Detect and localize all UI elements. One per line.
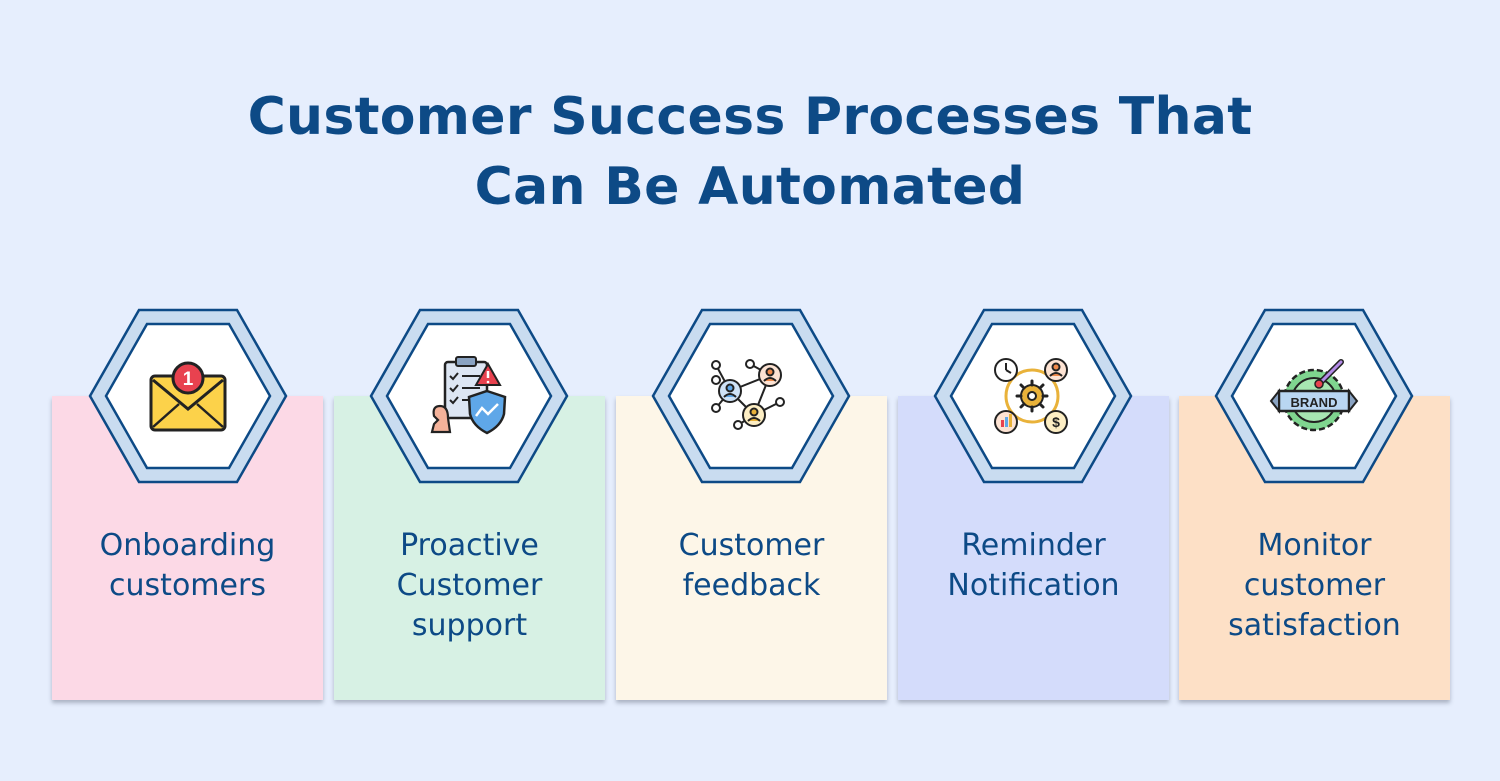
card-label-line: Reminder [961,528,1106,563]
title-line-2: Can Be Automated [474,157,1026,217]
brand-text: BRAND [1291,395,1338,410]
card-label-line: Notification [947,568,1120,603]
svg-text:$: $ [1052,414,1060,430]
card-customer-feedback: Customer feedback [616,396,887,700]
card-label-line: Customer [396,568,543,603]
badge-number: 1 [183,369,194,390]
title-line-1: Customer Success Processes That [247,87,1253,147]
card-label-line: Monitor [1257,528,1372,563]
card-label-line: customer [1243,568,1386,603]
card-label-line: Onboarding [99,528,276,563]
gear-cycle-icon: $ [994,358,1068,434]
card-label-line: customers [109,568,266,603]
card-label: Proactive Customer support [334,526,605,646]
card-label-line: support [411,608,528,643]
hexagon-badge: 1 [87,308,289,484]
card-label: Onboarding customers [52,526,323,606]
card-label-line: satisfaction [1228,608,1401,643]
card-label-line: Proactive [400,528,539,563]
page-title: Customer Success Processes That Can Be A… [0,82,1500,222]
card-label: Reminder Notification [898,526,1169,606]
checklist-shield-icon [430,356,507,435]
hexagon-badge: $ [932,308,1134,484]
card-label: Monitor customer satisfaction [1179,526,1450,646]
hexagon-badge [650,308,852,484]
card-label: Customer feedback [616,526,887,606]
hexagon-badge: BRAND [1213,308,1415,484]
brand-badge-icon: BRAND [1269,359,1359,432]
network-people-icon [711,359,785,430]
card-label-line: Customer [678,528,825,563]
card-label-line: feedback [682,568,821,603]
hexagon-badge [368,308,570,484]
envelope-notification-icon: 1 [149,361,227,432]
